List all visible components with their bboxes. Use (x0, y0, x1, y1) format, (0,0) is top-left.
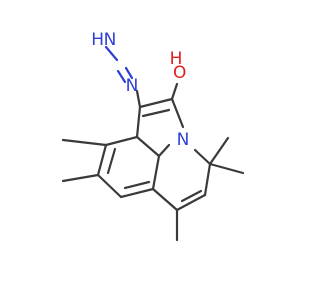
bond-c9-c8-inner (106, 147, 117, 175)
bond-c7-c6-inner (123, 180, 151, 190)
bond-c6-c5 (151, 187, 179, 212)
bond-layer (61, 45, 245, 242)
bond-n-n-double-b (116, 69, 127, 84)
bond-c1-c2-inner (141, 108, 171, 118)
bond-n-h (104, 45, 119, 62)
bond-methyl-3b (208, 136, 230, 166)
bond-c9-c8 (96, 143, 108, 177)
bond-c2-n (170, 97, 185, 129)
bond-c3-n (193, 148, 212, 166)
bond-c9a-c7a (135, 135, 161, 158)
bond-c6-c7a (151, 154, 161, 191)
atom-hydroxyl-o: O (173, 63, 186, 83)
bond-methyl-8 (61, 173, 100, 183)
bond-c5-c4 (175, 193, 207, 212)
bond-c1-c9a (135, 105, 142, 139)
bond-methyl-9 (61, 138, 108, 147)
bond-c7-c6 (119, 187, 155, 199)
bond-c2-o (170, 82, 179, 101)
bond-n-n-double-a (124, 66, 134, 80)
bond-c5-c4-inner (180, 189, 203, 203)
bond-c4-c3 (203, 162, 212, 197)
atom-imine-h: H (91, 30, 104, 50)
chemical-structure: H N N O H N (61, 30, 245, 242)
bond-c8-c7 (96, 173, 123, 199)
bond-c9a-c9 (104, 135, 139, 147)
atom-ring-n: N (177, 130, 190, 150)
bond-methyl-3a (208, 162, 245, 175)
atom-imine-n-outer: N (104, 30, 117, 50)
atom-hydroxyl-h: H (170, 49, 183, 69)
bond-c1-c2 (138, 97, 174, 109)
bond-n-c1 (135, 89, 142, 109)
bond-n-c7a (157, 143, 171, 158)
atom-label-layer: H N N O H N (91, 30, 189, 150)
atom-imine-n-inner: N (126, 76, 139, 96)
